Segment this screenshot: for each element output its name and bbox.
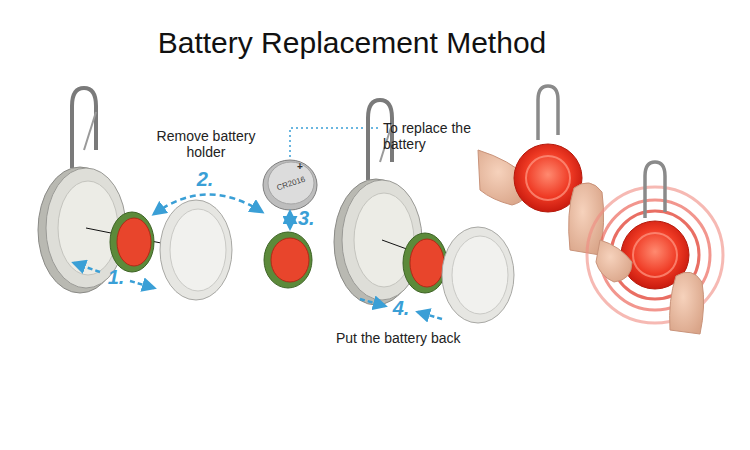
lens-ring [633, 233, 677, 277]
carabiner [538, 86, 558, 140]
carabiner-gate [84, 112, 96, 150]
battery-holder [403, 233, 447, 293]
battery-holder [264, 232, 312, 288]
arrow-2 [154, 194, 262, 214]
thumb [670, 272, 704, 334]
arrow-4 [418, 312, 442, 319]
holder-face [117, 218, 151, 266]
step-note: Remove battery holder [150, 128, 262, 160]
battery-holder [110, 212, 154, 272]
callout-number: 2. [192, 168, 218, 191]
arrow-1 [74, 263, 100, 272]
step-note: To replace the battery [383, 120, 489, 152]
photo-flash [587, 162, 723, 334]
lens-ring [526, 156, 570, 200]
callout-number: 3. [298, 207, 324, 230]
polarity-mark: + [294, 161, 306, 173]
carabiner [72, 88, 96, 168]
holder-face [410, 239, 444, 287]
carabiner [645, 162, 665, 218]
title: Battery Replacement Method [0, 26, 704, 60]
finger [596, 240, 632, 282]
arrow-4 [360, 299, 385, 306]
cover-inner [452, 236, 508, 314]
step-note: Put the battery back [336, 330, 496, 346]
pendant-right [334, 100, 514, 323]
cover [442, 227, 514, 323]
arrow-1 [130, 281, 154, 288]
photo-press [478, 86, 604, 255]
coin-cell [263, 160, 317, 210]
callout-number: 4. [388, 297, 414, 320]
cover [160, 200, 232, 300]
callout-number: 1. [103, 266, 129, 289]
holder-face [271, 238, 309, 282]
leader-line [290, 128, 378, 157]
arrow-3 [289, 212, 292, 228]
cover-inner [170, 209, 226, 291]
